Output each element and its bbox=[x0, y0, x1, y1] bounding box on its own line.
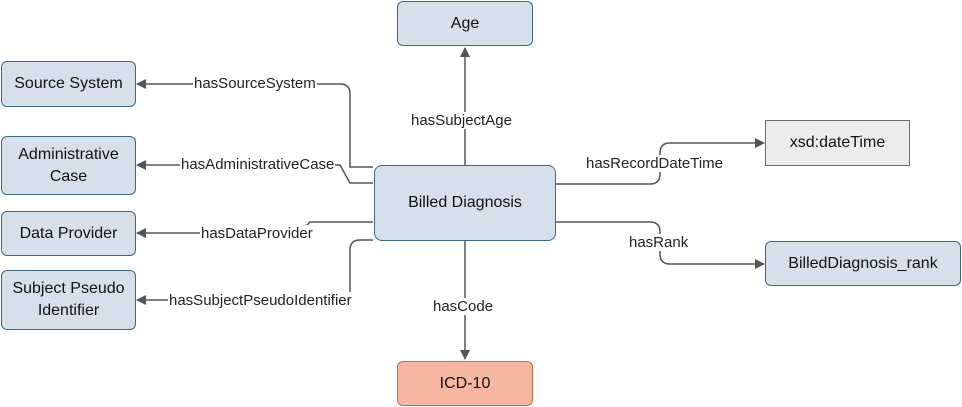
edge-label-has-administrative-case: hasAdministrativeCase bbox=[180, 156, 336, 173]
node-billed-diagnosis: Billed Diagnosis bbox=[374, 165, 556, 241]
edge-label-has-source-system: hasSourceSystem bbox=[193, 75, 317, 92]
edge-label-has-rank: hasRank bbox=[628, 234, 690, 251]
node-icd-10: ICD-10 bbox=[397, 361, 533, 406]
node-data-provider: Data Provider bbox=[1, 211, 136, 256]
node-age: Age bbox=[397, 1, 533, 46]
edge-has-source-system bbox=[136, 79, 373, 168]
edge-label-has-subject-age: hasSubjectAge bbox=[410, 112, 513, 129]
node-billed-diagnosis-rank-label: BilledDiagnosis_rank bbox=[788, 254, 938, 272]
node-administrative-case: Administrative Case bbox=[1, 136, 136, 195]
node-source-system-label: Source System bbox=[14, 75, 123, 92]
node-billed-diagnosis-rank: BilledDiagnosis_rank bbox=[765, 241, 961, 286]
edge-label-has-code: hasCode bbox=[432, 298, 495, 315]
edge-label-has-subject-pseudo-identifier: hasSubjectPseudoIdentifier bbox=[168, 292, 353, 309]
node-xsd-datetime: xsd:dateTime bbox=[765, 120, 910, 166]
node-data-provider-label: Data Provider bbox=[19, 224, 118, 242]
node-age-label: Age bbox=[450, 14, 480, 32]
edge-has-subject-pseudo-identifier bbox=[136, 239, 373, 305]
node-icd-10-label: ICD-10 bbox=[439, 374, 491, 392]
node-source-system: Source System bbox=[1, 61, 136, 107]
node-xsd-datetime-label: xsd:dateTime bbox=[789, 134, 886, 151]
node-subject-pseudo-identifier: Subject Pseudo Identifier bbox=[1, 270, 136, 330]
edge-label-has-record-date-time: hasRecordDateTime bbox=[585, 155, 724, 172]
edge-label-has-data-provider: hasDataProvider bbox=[200, 225, 314, 242]
node-billed-diagnosis-label: Billed Diagnosis bbox=[408, 194, 522, 211]
node-subject-pseudo-identifier-label: Subject Pseudo Identifier bbox=[12, 280, 125, 319]
node-administrative-case-label: Administrative Case bbox=[18, 145, 119, 185]
